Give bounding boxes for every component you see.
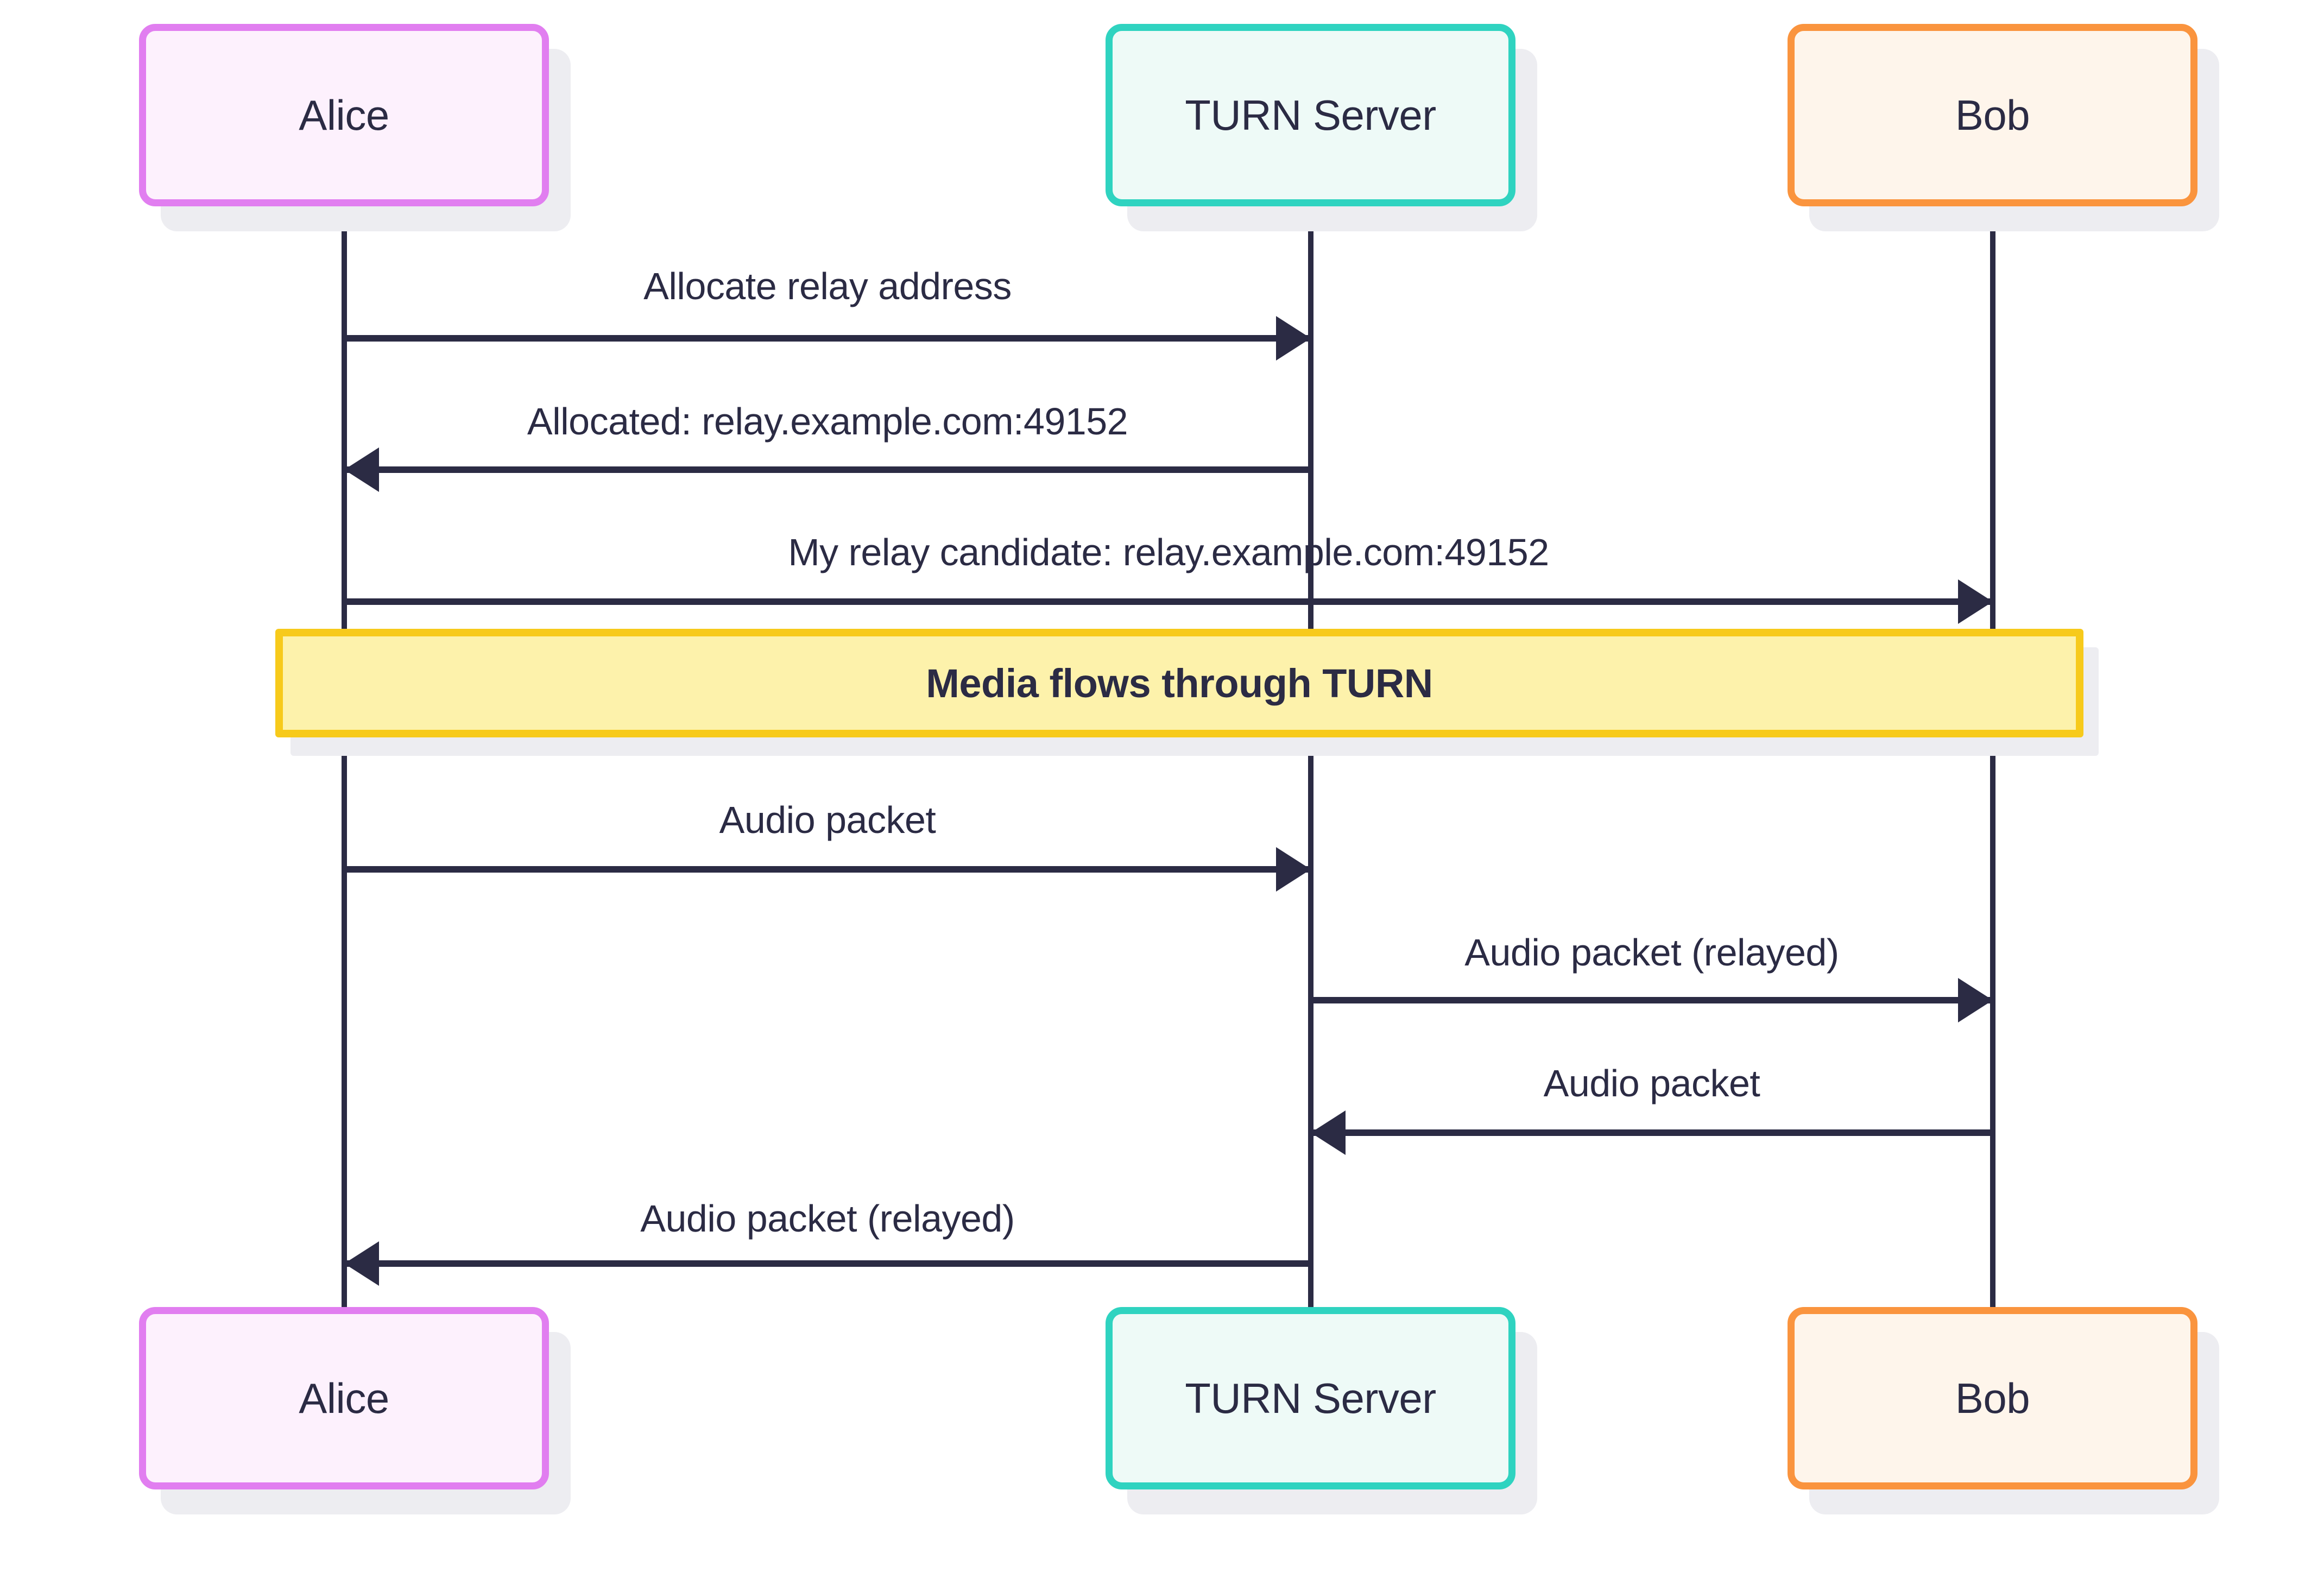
note-media-flows: Media flows through TURN — [275, 629, 2083, 737]
arrowhead-right — [1276, 847, 1311, 892]
lifeline-turn — [1308, 205, 1313, 1309]
message-label-audio-1: Audio packet — [719, 799, 936, 841]
arrowhead-right — [1958, 579, 1993, 624]
message-arrow-allocated — [344, 447, 1311, 492]
arrowhead-right — [1276, 316, 1311, 361]
actor-label: Bob — [1955, 1374, 2030, 1422]
message-label-relay-candidate: My relay candidate: relay.example.com:49… — [788, 531, 1549, 573]
message-label-allocate: Allocate relay address — [643, 265, 1012, 307]
note-label: Media flows through TURN — [926, 660, 1433, 706]
message-arrow-audio-relayed-2 — [344, 1241, 1311, 1286]
message-arrow-relay-candidate — [344, 579, 1993, 624]
message-label-audio-relayed-2: Audio packet (relayed) — [640, 1197, 1015, 1240]
actor-box-bob-bottom: Bob — [1788, 1307, 2197, 1489]
arrowhead-left — [344, 447, 379, 492]
arrowhead-left — [1311, 1110, 1346, 1155]
actor-label: TURN Server — [1185, 91, 1436, 139]
actor-label: Bob — [1955, 91, 2030, 139]
message-label-audio-relayed-1: Audio packet (relayed) — [1464, 931, 1839, 974]
lifeline-alice — [342, 205, 347, 1309]
actor-box-alice-top: Alice — [139, 24, 549, 206]
actor-box-alice-bottom: Alice — [139, 1307, 549, 1489]
message-label-allocated: Allocated: relay.example.com:49152 — [527, 400, 1128, 443]
message-arrow-audio-1 — [344, 847, 1311, 892]
message-label-audio-2: Audio packet — [1543, 1062, 1760, 1104]
message-arrow-allocate — [344, 316, 1311, 361]
lifeline-bob — [1990, 205, 1995, 1309]
actor-label: Alice — [299, 91, 389, 139]
message-arrow-audio-2 — [1311, 1110, 1993, 1155]
arrowhead-left — [344, 1241, 379, 1286]
actor-box-turn-bottom: TURN Server — [1106, 1307, 1515, 1489]
actor-box-bob-top: Bob — [1788, 24, 2197, 206]
arrowhead-right — [1958, 978, 1993, 1022]
actor-box-turn-top: TURN Server — [1106, 24, 1515, 206]
message-arrow-audio-relayed-1 — [1311, 978, 1993, 1022]
actor-label: Alice — [299, 1374, 389, 1422]
actor-label: TURN Server — [1185, 1374, 1436, 1422]
